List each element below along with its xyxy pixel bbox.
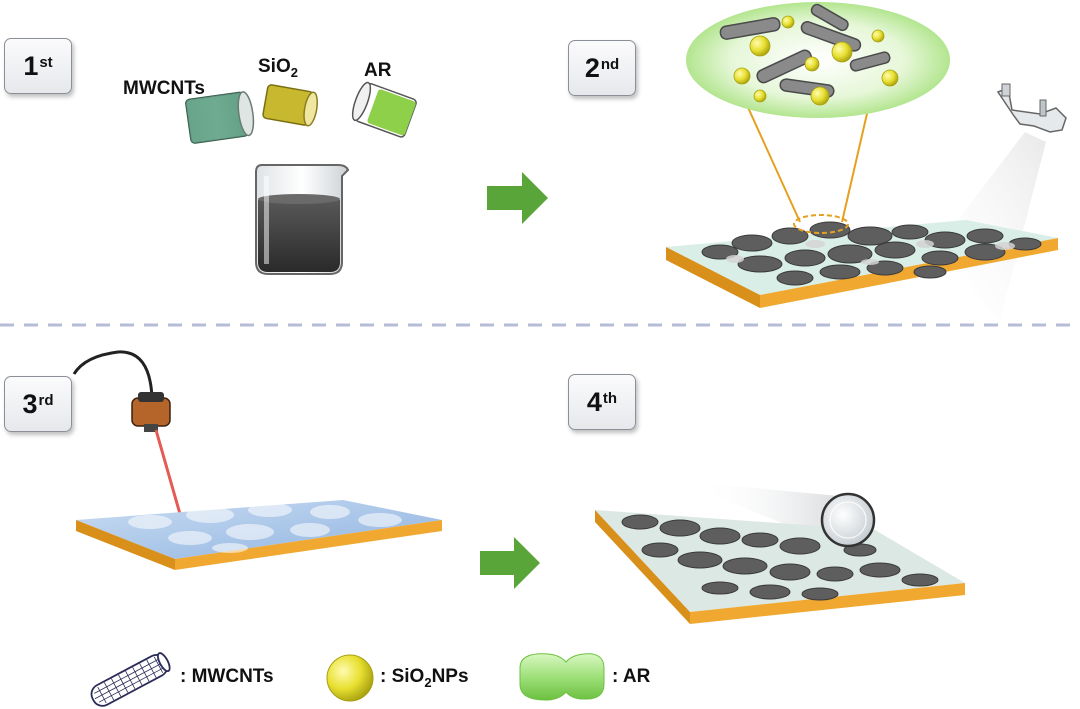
legend-sio2-suffix: NPs bbox=[431, 666, 469, 687]
label-sio2-subscript: 2 bbox=[290, 64, 298, 80]
step-3-number: 3 bbox=[22, 388, 38, 419]
step-1-suffix: st bbox=[39, 53, 53, 71]
mwcnts-vial bbox=[185, 91, 255, 144]
legend-sio2-icon bbox=[326, 654, 374, 702]
step-2-suffix: nd bbox=[600, 55, 620, 73]
sio2-vial bbox=[262, 84, 319, 127]
laser-cable bbox=[72, 350, 154, 399]
step-3-suffix: rd bbox=[38, 391, 54, 409]
label-mwcnts: MWCNTs bbox=[123, 78, 205, 99]
legend-mwcnt-icon bbox=[90, 652, 171, 707]
step-2-number: 2 bbox=[584, 52, 600, 83]
laser-treated-substrate bbox=[76, 500, 442, 570]
spray-gun bbox=[996, 83, 1067, 133]
label-sio2: SiO2 bbox=[258, 56, 298, 80]
process-arrow-2 bbox=[480, 537, 540, 589]
process-arrow-1 bbox=[487, 172, 548, 224]
label-sio2-text: SiO bbox=[258, 56, 291, 77]
beaker bbox=[255, 164, 350, 275]
legend-ar-icon bbox=[519, 653, 605, 701]
legend-sio2-subscript: 2 bbox=[424, 674, 432, 690]
coated-substrate-2 bbox=[666, 220, 1058, 308]
step-4-suffix: th bbox=[602, 389, 618, 407]
ar-vial bbox=[351, 81, 417, 138]
magnified-composite-bubble bbox=[686, 2, 950, 118]
roller-wheel bbox=[820, 492, 876, 548]
legend-label-mwcnts: : MWCNTs bbox=[180, 666, 274, 687]
label-ar: AR bbox=[364, 60, 392, 81]
step-4-number: 4 bbox=[586, 386, 602, 417]
step-1-number: 1 bbox=[23, 50, 39, 81]
legend-label-ar: : AR bbox=[612, 666, 651, 687]
textured-substrate-4 bbox=[595, 510, 965, 624]
laser-head bbox=[131, 392, 171, 432]
legend-sio2-prefix: : SiO bbox=[380, 666, 425, 687]
laser-beam bbox=[154, 429, 182, 515]
legend-label-sio2nps: : SiO2NPs bbox=[380, 666, 469, 690]
